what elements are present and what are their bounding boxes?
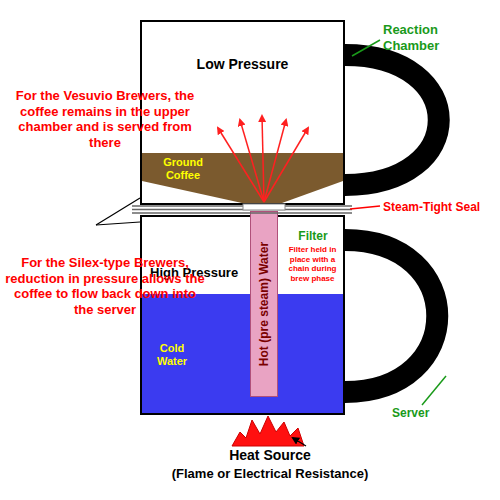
flame [232,416,304,446]
ground-coffee: Ground Coffee [142,153,343,203]
part-label: Server [392,406,462,420]
node-text: Hot (pre steam) Water [257,242,271,366]
node-text: Low Pressure [142,56,343,72]
part-label: Steam-Tight Seal [383,200,495,214]
seal-lines [132,206,352,213]
part-note: (Flame or Electrical Resistance) [140,466,400,482]
leader-line [422,376,446,405]
leader-line [350,206,380,209]
server-handle [345,240,437,392]
hot-water-tube: Hot (pre steam) Water [250,211,278,397]
part-label: Filter [284,229,342,243]
cold-water: Cold Water [142,294,343,413]
part-label: Reaction Chamber [383,22,495,53]
steam-arrows [218,116,308,202]
filter-disc [243,204,285,210]
pointer-arrow [293,438,306,446]
ground-coffee-fill [142,153,343,203]
upper-handle [345,55,439,185]
side-note: For the Vesuvio Brewers, the coffee rema… [5,88,205,150]
part-note: Filter held in place with a chain during… [282,245,343,283]
node-text: Cold Water [150,342,194,368]
side-note: For the Silex-type Brewers, reduction in… [5,255,205,317]
spout [96,198,140,225]
node-text: Ground Coffee [152,156,214,181]
leader-line [352,40,380,56]
part-label: Heat Source [190,447,350,464]
